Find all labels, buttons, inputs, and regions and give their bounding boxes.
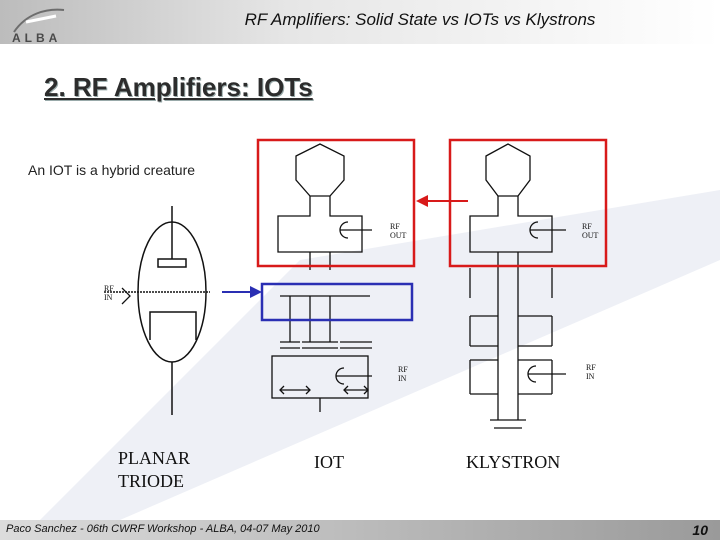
klystron-label: KLYSTRON	[466, 452, 561, 472]
iot-label: IOT	[314, 452, 344, 472]
planar-triode-label: PLANAR TRIODE	[118, 447, 190, 493]
planar-triode-drawing	[104, 206, 210, 415]
klystron-drawing	[469, 143, 566, 429]
header-title: RF Amplifiers: Solid State vs IOTs vs Kl…	[244, 10, 596, 29]
klystron-to-iot-arrow	[416, 195, 468, 207]
klystron-rf-out-label: RF OUT	[582, 222, 599, 240]
background-beam	[40, 190, 720, 520]
page-number: 10	[692, 522, 708, 538]
klystron-rf-in-label: RF IN	[586, 363, 596, 381]
iot-output-highlight-box	[256, 138, 416, 268]
slide-subtitle: An IOT is a hybrid creature	[28, 162, 196, 178]
footer-text: Paco Sanchez - 06th CWRF Workshop - ALBA…	[6, 523, 320, 535]
planar-triode-label-line1: PLANAR	[118, 448, 191, 468]
logo-text: ALBA	[12, 31, 61, 44]
triode-rf-in-label: RF IN	[104, 284, 114, 302]
planar-triode-label-line2: TRIODE	[118, 471, 184, 491]
alba-logo: ALBA	[12, 8, 65, 44]
klystron-output-highlight-box	[448, 138, 608, 268]
iot-input-highlight-box	[260, 282, 414, 322]
header-bar: ALBA RF Amplifiers: Solid State vs IOTs …	[0, 0, 720, 44]
iot-rf-in-label: RF IN	[398, 365, 408, 383]
triode-to-iot-arrow	[222, 286, 262, 298]
footer-bar: Paco Sanchez - 06th CWRF Workshop - ALBA…	[0, 520, 720, 540]
iot-rf-out-label: RF OUT	[390, 222, 407, 240]
slide-title: 2. RF Amplifiers: IOTs	[44, 72, 313, 102]
iot-drawing	[271, 143, 372, 412]
